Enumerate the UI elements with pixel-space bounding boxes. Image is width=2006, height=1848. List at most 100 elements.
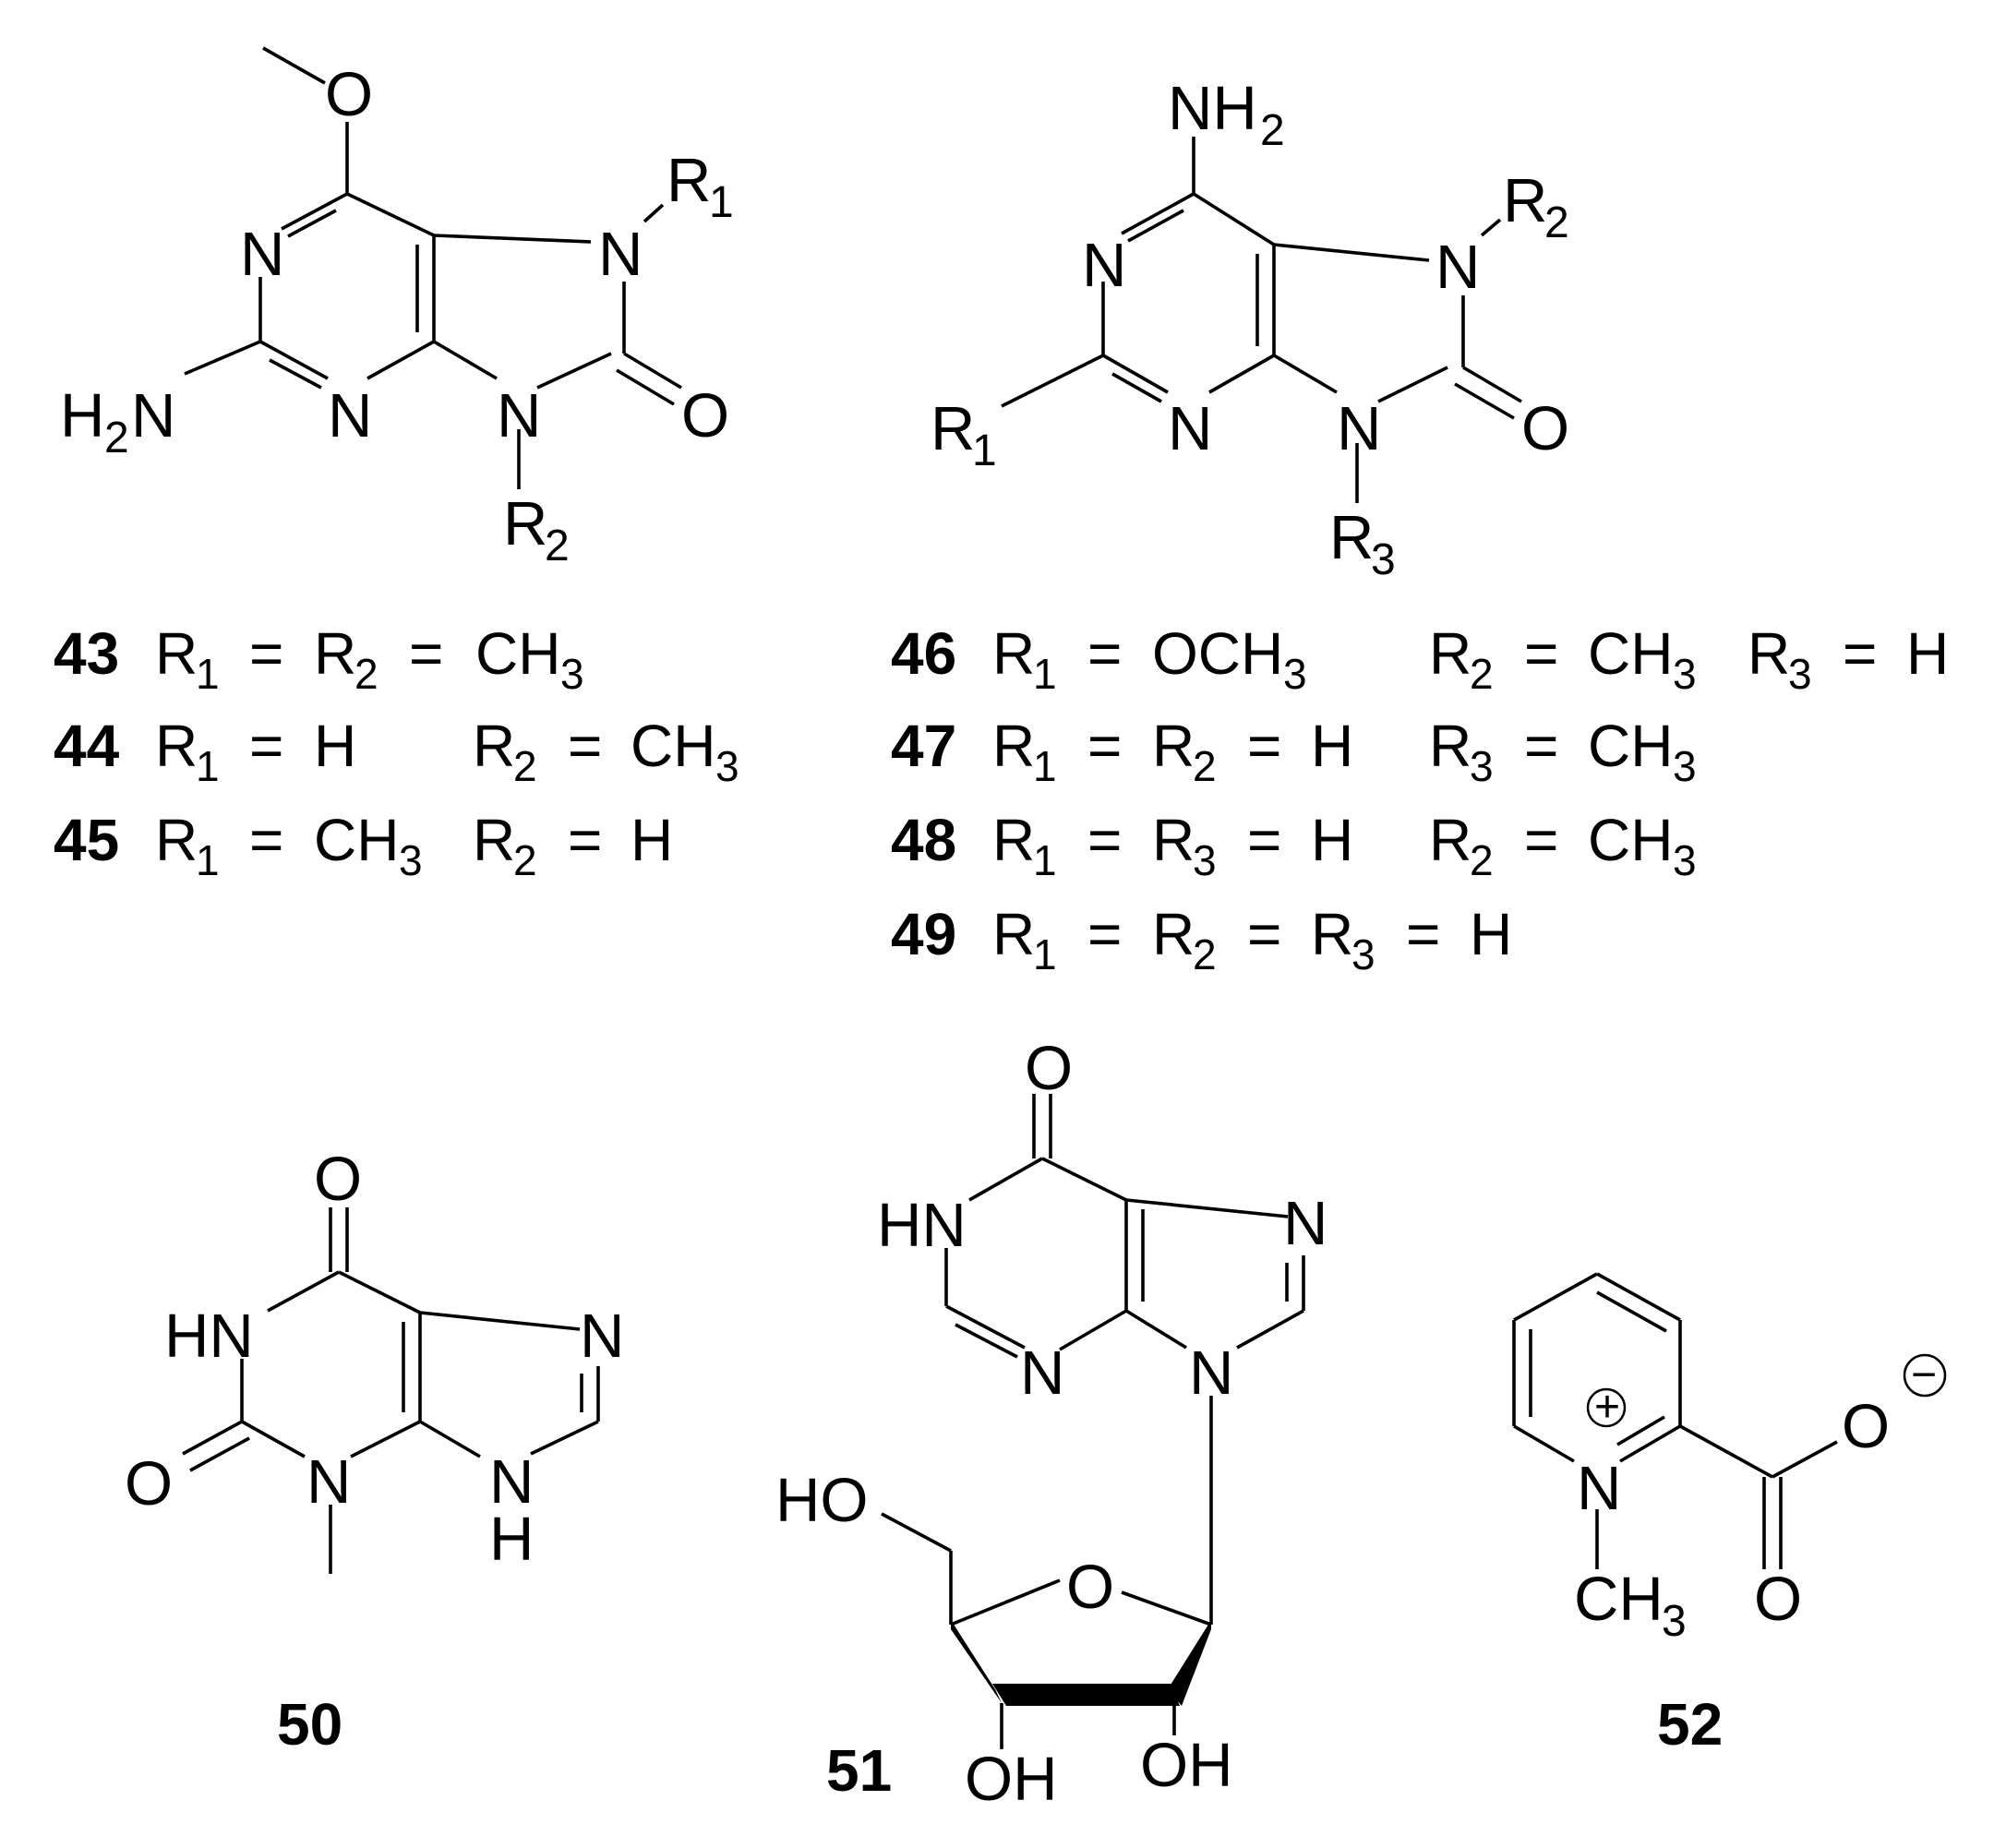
caption-sub: 3 bbox=[1283, 650, 1307, 698]
structure-50: O HN O N N H N bbox=[125, 1145, 624, 1574]
caption-ch: CH bbox=[631, 713, 715, 779]
plus-sign: + bbox=[1594, 1383, 1620, 1432]
caption-h: H bbox=[1906, 620, 1949, 687]
c5-n7-bond bbox=[419, 1311, 581, 1331]
caption-ch: CH bbox=[1588, 713, 1673, 779]
caption-sub: 2 bbox=[354, 650, 378, 698]
caption-sub: 3 bbox=[1470, 742, 1494, 790]
atom-o-minus: O bbox=[1842, 1392, 1890, 1461]
structure-46-49: NH 2 N R 1 N N N O R 2 R 3 bbox=[931, 74, 1569, 584]
c2-o-bond bbox=[182, 1420, 243, 1456]
caption-equals: = bbox=[1087, 620, 1122, 687]
atom-n9: N bbox=[489, 1447, 534, 1517]
n3-c4-bond bbox=[1208, 354, 1275, 394]
methoxy-methyl-bond bbox=[262, 46, 326, 85]
caption-sub: 2 bbox=[513, 742, 537, 790]
atom-h-amine: H bbox=[60, 381, 104, 450]
caption-equals: = bbox=[1524, 713, 1558, 779]
n9-c8-bond bbox=[536, 352, 612, 390]
atom-sub-1: 1 bbox=[709, 178, 734, 227]
c5-n7-bond bbox=[433, 234, 592, 244]
c4-n9-bond bbox=[1125, 1309, 1187, 1350]
atom-n1: N bbox=[1082, 231, 1126, 300]
caption-sub: 1 bbox=[196, 836, 220, 884]
atom-o-carbonyl: O bbox=[1521, 394, 1569, 463]
caption-r: R bbox=[1429, 807, 1471, 873]
c5prime-ho-bond bbox=[881, 1512, 952, 1553]
caption-equals: = bbox=[249, 713, 283, 779]
caption-r: R bbox=[992, 901, 1035, 967]
bold-bond-bottom bbox=[992, 1684, 1180, 1706]
atom-n3: N bbox=[306, 1447, 351, 1517]
c6-n1-bond bbox=[1121, 192, 1195, 235]
c6-c5-bond bbox=[1041, 1157, 1127, 1202]
caption-h: H bbox=[314, 713, 356, 779]
atom-n-amine: N bbox=[131, 381, 175, 450]
c6-n1-double bbox=[287, 209, 337, 238]
atom-oh: OH bbox=[1140, 1731, 1233, 1800]
ring-bond bbox=[1596, 1272, 1681, 1322]
caption-sub: 3 bbox=[1673, 650, 1697, 698]
c2-r1-bond bbox=[1001, 354, 1104, 408]
atom-n1: N bbox=[240, 220, 284, 289]
caption-equals: = bbox=[1247, 901, 1281, 967]
ring-bond bbox=[1619, 1424, 1681, 1463]
caption-sub: 1 bbox=[1033, 742, 1057, 790]
n3-c4-bond bbox=[1059, 1309, 1127, 1351]
c6-c5-bond bbox=[338, 1270, 421, 1314]
c2-n3-bond bbox=[241, 1420, 306, 1458]
caption-equals: = bbox=[1247, 713, 1281, 779]
atom-r: R bbox=[667, 146, 711, 215]
atom-n-plus: N bbox=[1577, 1454, 1621, 1523]
caption-equals: = bbox=[1843, 620, 1877, 687]
caption-r: R bbox=[473, 713, 515, 779]
caption-equals: = bbox=[1087, 807, 1122, 873]
caption-och: OCH bbox=[1152, 620, 1283, 687]
c8-o-double bbox=[1454, 382, 1515, 420]
compound-number: 45 bbox=[54, 807, 119, 873]
caption-r: R bbox=[992, 713, 1035, 779]
ring-bond bbox=[1513, 1424, 1575, 1463]
caption-equals: = bbox=[1087, 901, 1122, 967]
c-ominus-bond bbox=[1772, 1440, 1838, 1479]
atom-r: R bbox=[1329, 503, 1374, 572]
minus-sign: − bbox=[1911, 1350, 1937, 1399]
structure-52: N + O − O CH 3 bbox=[1512, 1272, 1947, 1646]
caption-sub: 2 bbox=[1193, 930, 1217, 978]
caption-ch: CH bbox=[1588, 620, 1673, 687]
caption-sub: 1 bbox=[196, 742, 220, 790]
atom-sub-1: 1 bbox=[972, 426, 997, 475]
atom-sub-2: 2 bbox=[1260, 106, 1285, 155]
caption-ch: CH bbox=[314, 807, 399, 873]
atom-oh: OH bbox=[965, 1745, 1058, 1814]
caption-sub: 3 bbox=[1788, 650, 1812, 698]
caption-sub: 2 bbox=[1470, 836, 1494, 884]
caption-h: H bbox=[1311, 713, 1353, 779]
c6-n1-bond bbox=[281, 192, 348, 231]
caption-48: 48 R 1 = R 3 = H R 2 = CH 3 bbox=[891, 807, 1697, 884]
caption-h: H bbox=[1311, 807, 1353, 873]
caption-h: H bbox=[1470, 901, 1512, 967]
atom-n7: N bbox=[580, 1302, 624, 1371]
caption-r: R bbox=[1429, 713, 1471, 779]
caption-47: 47 R 1 = R 2 = H R 3 = CH 3 bbox=[891, 713, 1697, 790]
ring-bond bbox=[1513, 1272, 1598, 1322]
atom-n9: N bbox=[1189, 1338, 1233, 1408]
caption-r: R bbox=[992, 620, 1035, 687]
caption-equals: = bbox=[249, 620, 283, 687]
caption-49: 49 R 1 = R 2 = R 3 = H bbox=[891, 901, 1512, 978]
caption-sub: 3 bbox=[1673, 742, 1697, 790]
c2-n3-double bbox=[1111, 372, 1162, 403]
caption-sub: 3 bbox=[399, 836, 423, 884]
c8-o-double bbox=[616, 368, 675, 406]
caption-r: R bbox=[473, 807, 515, 873]
caption-r: R bbox=[1152, 713, 1195, 779]
caption-44: 44 R 1 = H R 2 = CH 3 bbox=[54, 713, 739, 790]
caption-equals: = bbox=[1247, 807, 1281, 873]
c8-o-bond bbox=[1462, 366, 1522, 403]
c2-o-double bbox=[189, 1436, 250, 1472]
atom-n3: N bbox=[328, 381, 372, 450]
atom-ho: HO bbox=[775, 1466, 869, 1535]
atom-o-carbonyl: O bbox=[681, 381, 729, 450]
n7-r1-bond bbox=[643, 203, 665, 223]
